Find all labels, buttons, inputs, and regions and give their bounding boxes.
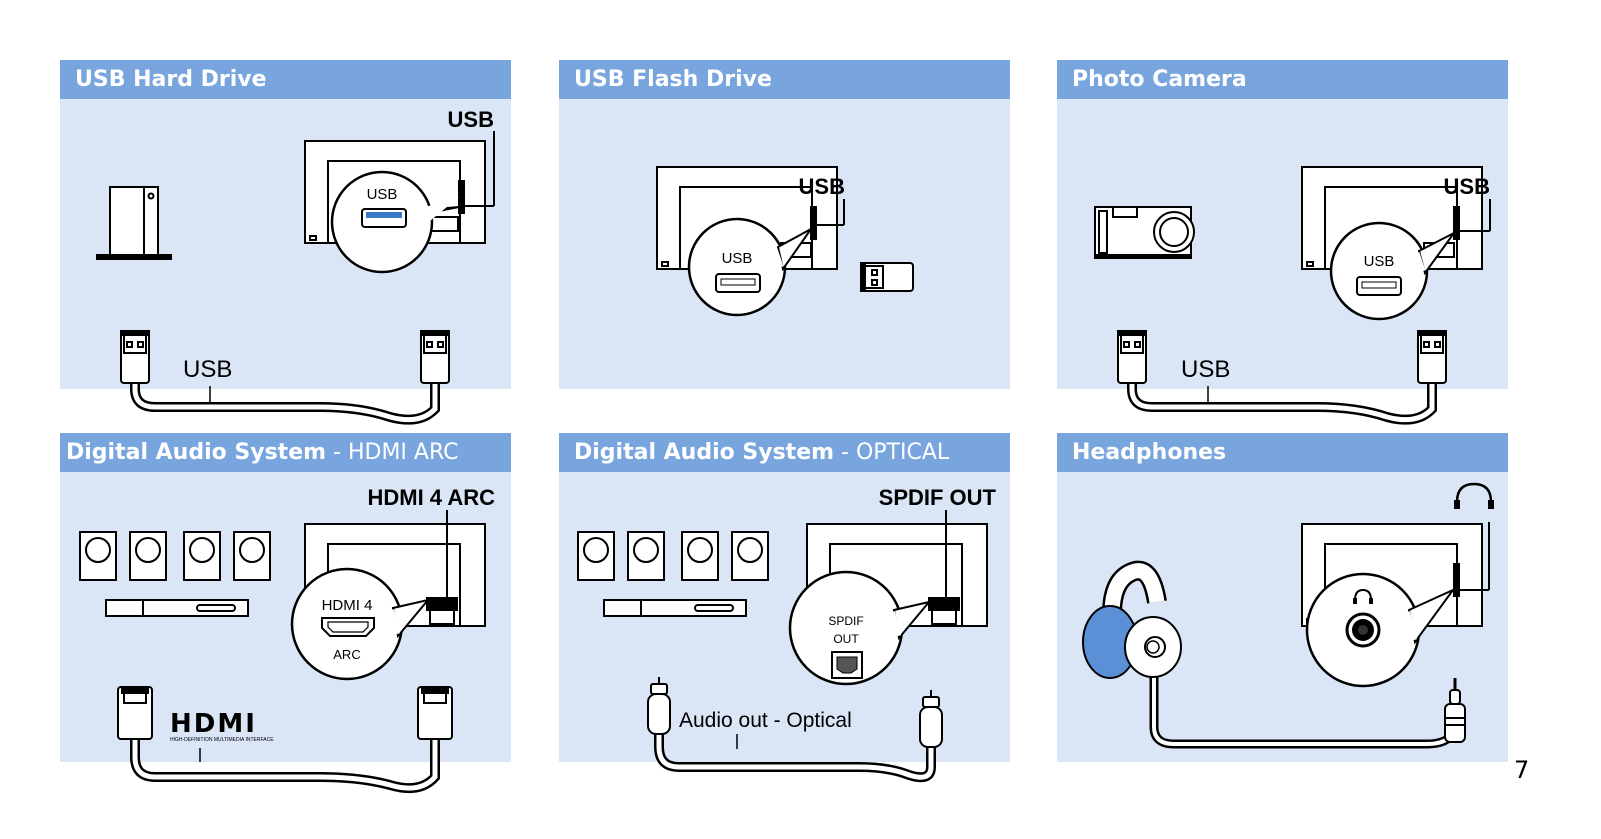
cable-label: Audio out - Optical xyxy=(679,709,852,732)
port-label: HDMI 4 ARC xyxy=(367,485,495,510)
callout-label: USB xyxy=(722,250,753,267)
callout-line2: ARC xyxy=(333,647,360,662)
cable-label: USB xyxy=(1181,356,1230,383)
rca-plug-icon xyxy=(919,690,943,748)
port-label: USB xyxy=(799,174,845,199)
panel-title-light: - OPTICAL xyxy=(834,440,950,465)
hdmi-logo-text: HDMI xyxy=(170,709,257,739)
panel-photo-camera: Photo Camera USB USB xyxy=(1057,60,1508,425)
panel-title-bold: Digital Audio System xyxy=(66,440,327,465)
usb-plug-icon xyxy=(1417,330,1447,384)
audio-jack-icon xyxy=(1444,678,1466,743)
panel-title-text: Photo Camera xyxy=(1072,67,1247,92)
panel-title: Headphones xyxy=(1057,433,1508,472)
callout-label: USB xyxy=(1364,253,1395,270)
usb-flash-drive-diagram: USB USB xyxy=(656,166,914,317)
page-number: 7 xyxy=(1514,756,1530,784)
panel-title: Digital Audio System - HDMI ARC xyxy=(60,433,511,472)
speaker-icon xyxy=(79,531,271,581)
headphone-jack-callout xyxy=(1305,572,1457,688)
usb-port-callout: USB xyxy=(687,217,812,317)
panel-title: USB Flash Drive xyxy=(559,60,1010,99)
panel-optical: Digital Audio System - OPTICAL SPDIF xyxy=(559,433,1010,783)
hdmi-logo: HDMI HIGH-DEFINITION MULTIMEDIA INTERFAC… xyxy=(170,709,274,743)
hdmi-plug-icon xyxy=(117,686,153,740)
hdmi-logo-subtext: HIGH-DEFINITION MULTIMEDIA INTERFACE xyxy=(170,737,274,743)
callout-label: USB xyxy=(367,186,398,203)
usb-port-callout: USB xyxy=(1329,221,1455,321)
soundbar-icon xyxy=(105,599,249,617)
headphone-cable xyxy=(1149,657,1460,749)
rca-plug-icon xyxy=(647,677,671,735)
panel-usb-flash-drive: USB Flash Drive USB USB xyxy=(559,60,1010,389)
soundbar-icon xyxy=(603,599,747,617)
panel-title: Photo Camera xyxy=(1057,60,1508,99)
port-label: USB xyxy=(1444,174,1490,199)
panel-title-text: USB Flash Drive xyxy=(574,67,772,92)
panel-title-bold: Digital Audio System xyxy=(574,440,835,465)
port-label: SPDIF OUT xyxy=(879,485,997,510)
speaker-icon xyxy=(577,531,769,581)
camera-icon xyxy=(1094,206,1195,259)
usb-plug-icon xyxy=(420,330,450,384)
usb-plug-icon xyxy=(1117,330,1147,384)
optical-diagram: SPDIF OUT SPDIF OUT Audio out - Optical xyxy=(577,485,997,783)
hdmi-arc-diagram: HDMI 4 ARC HDMI 4 ARC HDMI HIGH-DEFINITI… xyxy=(79,485,495,794)
hard-drive-icon xyxy=(96,186,172,260)
usb-hard-drive-diagram: USB USB USB xyxy=(96,107,495,425)
port-label: USB xyxy=(448,107,494,132)
usb-stick-icon xyxy=(860,262,914,292)
panel-usb-hard-drive: USB Hard Drive USB USB xyxy=(60,60,511,425)
usb-plug-icon xyxy=(120,330,150,384)
callout-line1: SPDIF xyxy=(828,614,863,628)
headphones-icon xyxy=(1454,482,1494,509)
panel-hdmi-arc: Digital Audio System - HDMI ARC HDMI xyxy=(60,433,511,794)
photo-camera-diagram: USB USB USB xyxy=(1094,166,1491,425)
hdmi-port-callout: HDMI 4 ARC xyxy=(290,567,431,681)
panel-title: USB Hard Drive xyxy=(60,60,511,99)
hdmi-plug-icon xyxy=(417,686,453,740)
usb-port-callout: USB xyxy=(330,170,460,274)
panel-headphones: Headphones xyxy=(1057,433,1508,762)
panel-title-light: - HDMI ARC xyxy=(326,440,459,465)
headphones-device xyxy=(1082,560,1182,679)
callout-line2: OUT xyxy=(833,632,859,646)
optical-port-callout: SPDIF OUT xyxy=(788,570,932,686)
cable-label: USB xyxy=(183,356,232,383)
callout-line1: HDMI 4 xyxy=(322,597,373,614)
panel-title-text: USB Hard Drive xyxy=(75,67,267,92)
panel-title: Digital Audio System - OPTICAL xyxy=(559,433,1010,472)
headphones-diagram xyxy=(1082,482,1494,749)
panel-title-text: Headphones xyxy=(1072,440,1227,465)
